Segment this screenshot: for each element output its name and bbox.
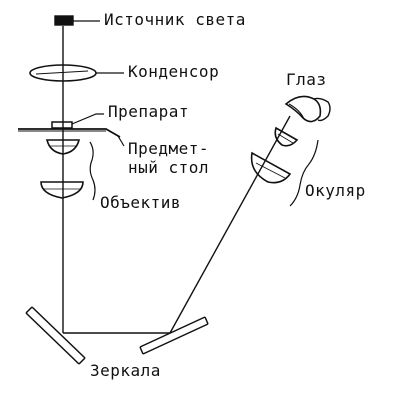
- leader-specimen: [71, 113, 104, 125]
- objective-lens-upper: [45, 139, 81, 155]
- mirror-right-outer: [139, 316, 206, 348]
- label-stage-line2: ный стол: [128, 158, 210, 177]
- label-eye: Глаз: [286, 70, 327, 89]
- label-mirrors: Зеркала: [90, 361, 161, 380]
- objective-bracket: [89, 141, 96, 201]
- label-specimen: Препарат: [108, 102, 190, 121]
- stage-table: [18, 128, 121, 138]
- mirror-right-cap-left: [139, 346, 144, 355]
- mirror-left-outer: [25, 312, 80, 365]
- leader-stage: [117, 135, 125, 147]
- eye-lid: [288, 103, 305, 120]
- mirror-left-inner: [31, 306, 86, 359]
- eyepiece-lens-lower-hatch: [255, 162, 286, 179]
- oblique-light-path: [169, 115, 291, 334]
- eye-shape: [284, 95, 322, 123]
- mirror-left-cap-top: [25, 306, 33, 314]
- mirror-left-cap-bottom: [78, 357, 86, 365]
- label-light-source: Источник света: [104, 10, 246, 29]
- label-stage-line1: Предмет-: [128, 139, 210, 158]
- eye-lash-line: [313, 97, 331, 122]
- condenser-hatch: [35, 70, 89, 75]
- label-eyepiece: Окуляр: [305, 181, 366, 200]
- label-objective: Объектив: [100, 193, 182, 212]
- eyepiece-lens-upper-hatch: [277, 133, 294, 144]
- eyepiece-bracket: [289, 139, 319, 207]
- objective-lens-lower: [40, 181, 84, 199]
- eyepiece-lens-upper: [274, 126, 299, 147]
- mirror-right-inner: [142, 323, 209, 355]
- mirror-right-cap-right: [204, 316, 209, 325]
- label-condenser: Конденсор: [128, 62, 220, 81]
- eyepiece-lens-lower: [250, 151, 292, 184]
- light-source-shape: [54, 15, 74, 26]
- specimen-slide: [51, 121, 73, 129]
